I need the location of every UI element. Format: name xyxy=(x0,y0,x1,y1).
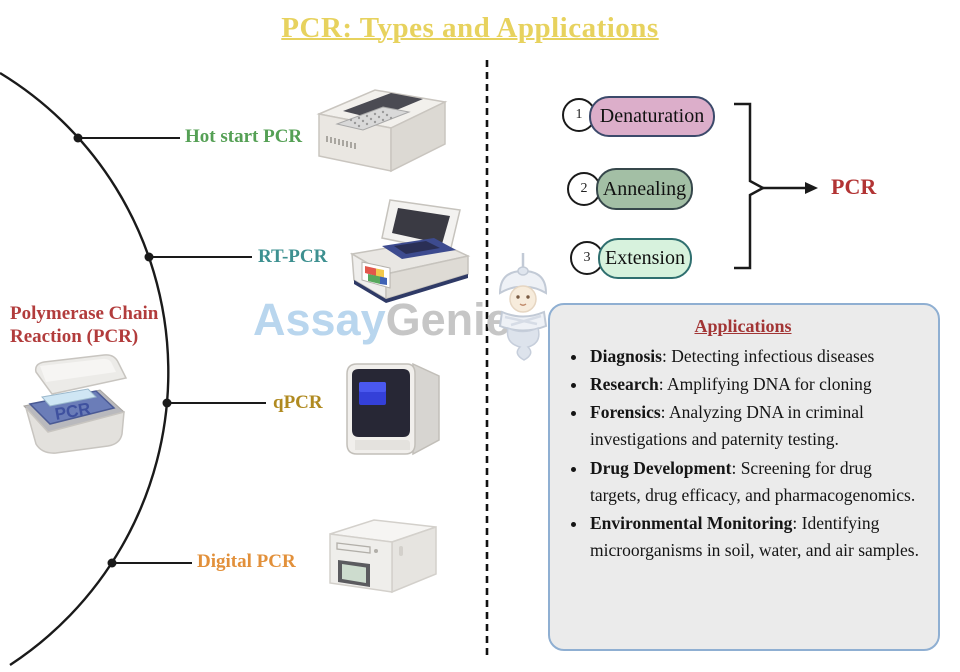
application-description: Identifying microorganisms in soil, wate… xyxy=(590,512,919,560)
application-term: Diagnosis xyxy=(590,346,662,366)
page-title: PCR: Types and Applications xyxy=(281,12,659,44)
branch-dot xyxy=(73,133,83,143)
separator: : xyxy=(661,346,672,366)
application-item: Drug Development: Screening for drug tar… xyxy=(588,455,924,509)
watermark-assay: Assay xyxy=(253,294,386,345)
application-description: Analyzing DNA in criminal investigations… xyxy=(590,402,864,450)
step-pill-extension: Extension xyxy=(598,238,692,279)
watermark-assaygenie: AssayGenie xyxy=(253,294,511,346)
step-2-number-text: 2 xyxy=(580,181,588,196)
application-term: Environmental Monitoring xyxy=(590,512,793,533)
separator: : xyxy=(731,457,741,478)
step-1-number-text: 1 xyxy=(575,107,583,122)
label-qpcr: qPCR xyxy=(273,392,323,413)
extension-label: Extension xyxy=(605,247,685,269)
applications-title: Applications xyxy=(694,316,792,336)
digital-pcr-machine-illustration xyxy=(329,519,437,594)
applications-box: Applications Diagnosis: Detecting infect… xyxy=(548,303,940,651)
application-item: Environmental Monitoring: Identifying mi… xyxy=(588,510,924,564)
application-item: Research: Amplifying DNA for cloning xyxy=(588,371,924,398)
application-term: Forensics xyxy=(590,402,661,423)
application-description: Amplifying DNA for cloning xyxy=(666,374,872,395)
qpcr-machine-illustration xyxy=(346,362,440,456)
denaturation-label: Denaturation xyxy=(599,105,705,127)
pcr-result-label: PCR xyxy=(831,174,877,199)
arrow-head-icon xyxy=(805,182,818,194)
polymerase-chain-reaction-heading: Polymerase Chain Reaction (PCR) xyxy=(10,303,159,347)
application-description: Detecting infectious diseases xyxy=(671,346,875,366)
genie-mascot-icon xyxy=(498,253,548,361)
branch-dot xyxy=(144,252,154,262)
label-rt-pcr: RT-PCR xyxy=(258,246,328,267)
hot-start-pcr-machine-illustration xyxy=(316,89,448,173)
branch-dot xyxy=(107,558,117,568)
step-pill-annealing: Annealing xyxy=(596,168,693,210)
separator: : xyxy=(660,402,669,423)
label-hot-start-pcr: Hot start PCR xyxy=(185,126,303,147)
pcr-thermal-cycler-illustration: PCR xyxy=(23,354,128,454)
separator: : xyxy=(658,374,667,395)
rt-pcr-machine-illustration xyxy=(349,199,471,303)
application-term: Drug Development xyxy=(590,457,732,478)
applications-list: Diagnosis: Detecting infectious diseases… xyxy=(562,343,924,564)
watermark-genie: Genie xyxy=(385,294,511,345)
annealing-label: Annealing xyxy=(602,177,687,200)
label-digital-pcr: Digital PCR xyxy=(197,551,296,572)
application-item: Diagnosis: Detecting infectious diseases xyxy=(588,343,924,370)
application-description: Screening for drug targets, drug efficac… xyxy=(590,457,916,505)
step-pill-denaturation: Denaturation xyxy=(589,96,715,137)
step-3-number-text: 3 xyxy=(583,250,591,265)
application-term: Research xyxy=(590,374,659,395)
branch-dot xyxy=(162,398,172,408)
application-item: Forensics: Analyzing DNA in criminal inv… xyxy=(588,399,924,453)
separator: : xyxy=(792,512,802,533)
steps-bracket xyxy=(734,102,766,270)
